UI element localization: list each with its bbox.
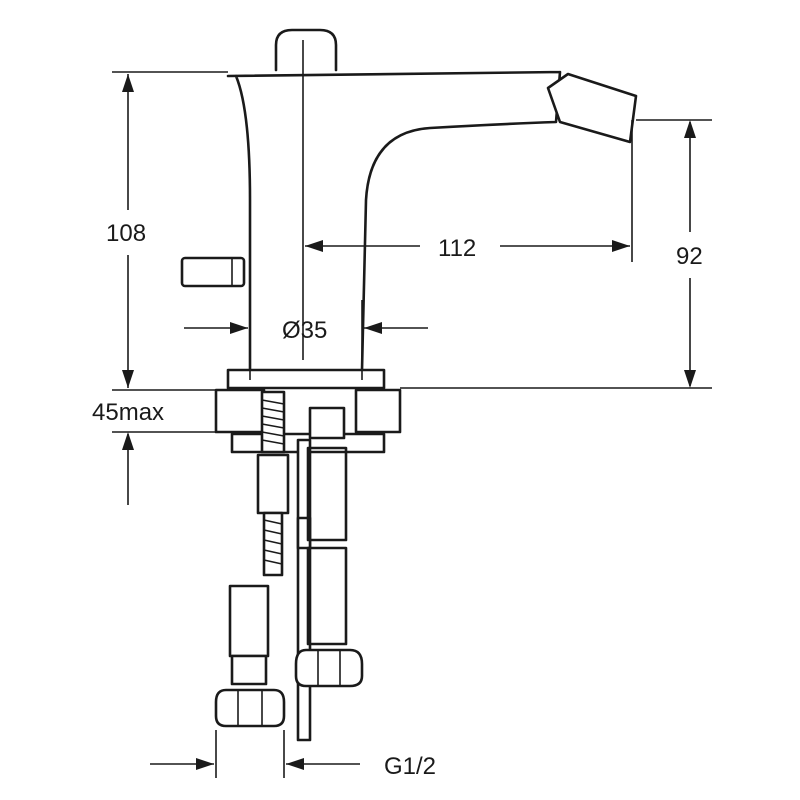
hose-left-nut	[214, 688, 286, 728]
hose-right-nut	[294, 648, 364, 688]
hose-right-lower	[306, 546, 348, 646]
body-outline	[226, 70, 562, 372]
side-button	[180, 256, 246, 288]
label-spout-reach: 112	[438, 235, 476, 262]
base-flange	[226, 368, 386, 390]
label-height-total: 108	[106, 220, 146, 247]
threaded-rod	[260, 390, 286, 454]
installation-parts	[214, 390, 364, 742]
label-connection-thread: G1/2	[384, 753, 436, 780]
lever-knob	[274, 28, 338, 72]
label-max-deck-thickness: 45max	[92, 399, 164, 426]
hose-nut-top	[308, 406, 346, 440]
hose-left	[228, 584, 270, 658]
faucet-body	[180, 28, 638, 390]
label-body-diameter: Ø35	[282, 317, 327, 344]
dimension-lines	[112, 71, 712, 778]
deck-left	[214, 388, 266, 434]
spout-nozzle	[546, 72, 638, 144]
rod-nut	[256, 453, 290, 515]
hose-right-upper	[306, 446, 348, 542]
deck-right	[354, 388, 402, 434]
label-spout-height: 92	[676, 243, 703, 270]
